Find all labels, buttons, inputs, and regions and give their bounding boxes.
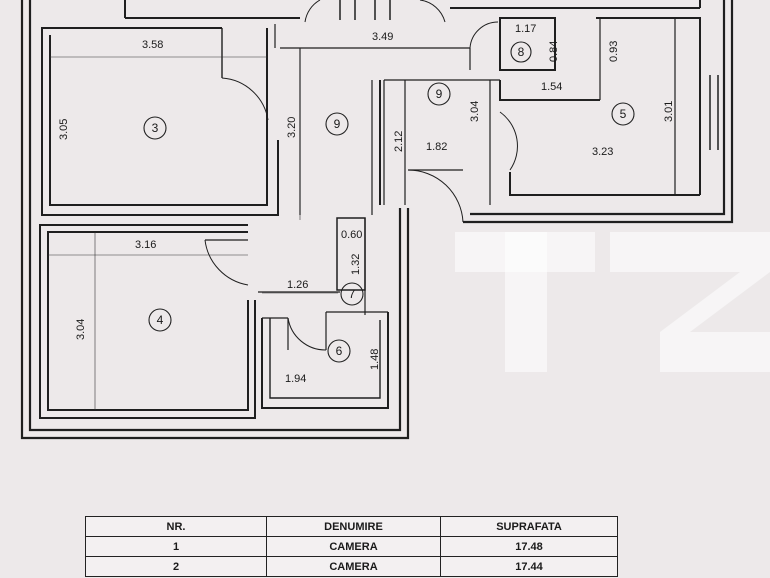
room-number: 6 — [336, 344, 343, 358]
dim-label: 1.82 — [426, 141, 447, 153]
room-number: 3 — [152, 121, 159, 135]
dim-label: 0.93 — [608, 41, 620, 62]
table-header: SUPRAFATA — [440, 516, 618, 537]
room-marker-3: 3 — [143, 116, 167, 140]
room-3-walls — [41, 24, 279, 216]
dimension-labels: 3.58 3.49 1.17 0.84 0.93 1.54 3.05 3.20 … — [58, 23, 675, 385]
table-cell: 17.44 — [440, 556, 618, 577]
dim-label: 1.48 — [369, 349, 381, 370]
table-cell: CAMERA — [266, 556, 441, 577]
dim-label: 3.01 — [663, 101, 675, 122]
room-marker-9b: 9 — [427, 82, 451, 106]
room-number: 7 — [349, 287, 356, 301]
table-row: 1 CAMERA 17.48 — [85, 536, 618, 557]
room-marker-7: 7 — [340, 282, 364, 306]
room-marker-9a: 9 — [325, 112, 349, 136]
dim-label: 3.05 — [58, 119, 70, 140]
room-marker-4: 4 — [148, 308, 172, 332]
room-number: 5 — [620, 107, 627, 121]
room-number: 4 — [157, 313, 164, 327]
dimension-lines — [48, 48, 600, 410]
dim-label: 3.04 — [469, 101, 481, 122]
dim-label: 1.26 — [287, 279, 308, 291]
table-cell: 17.48 — [440, 536, 618, 557]
table-header: DENUMIRE — [266, 516, 441, 537]
area-table: NR. DENUMIRE SUPRAFATA 1 CAMERA 17.48 2 … — [85, 516, 618, 577]
room-marker-8: 8 — [510, 41, 532, 63]
room-5-8-walls — [469, 17, 719, 205]
outer-walls — [20, 0, 734, 440]
table-header-row: NR. DENUMIRE SUPRAFATA — [85, 516, 618, 537]
table-header: NR. — [85, 516, 267, 537]
table-cell: 1 — [85, 536, 267, 557]
dim-label: 2.12 — [393, 131, 405, 152]
dim-label: 3.49 — [372, 31, 393, 43]
room-4-walls — [39, 224, 256, 419]
room-6-7-walls — [258, 217, 389, 409]
table-row: 2 CAMERA 17.44 — [85, 556, 618, 577]
room-marker-6: 6 — [327, 339, 351, 363]
dim-label: 1.17 — [515, 23, 536, 35]
room-marker-5: 5 — [611, 102, 635, 126]
dim-label: 3.20 — [286, 117, 298, 138]
room-number: 8 — [518, 45, 525, 59]
room-number: 9 — [334, 117, 341, 131]
watermark — [455, 232, 770, 372]
room-markers: 3 4 5 6 7 8 9 9 — [143, 41, 635, 363]
dim-label: 1.94 — [285, 373, 306, 385]
dim-label: 0.84 — [548, 41, 560, 62]
dim-label: 0.60 — [341, 229, 362, 241]
dim-label: 3.23 — [592, 146, 613, 158]
table-cell: CAMERA — [266, 536, 441, 557]
dim-label: 1.32 — [350, 254, 362, 275]
dim-label: 3.16 — [135, 239, 156, 251]
dim-label: 3.04 — [75, 319, 87, 340]
table-cell: 2 — [85, 556, 267, 577]
room-number: 9 — [436, 87, 443, 101]
dim-label: 3.58 — [142, 39, 163, 51]
dim-label: 1.54 — [541, 81, 562, 93]
